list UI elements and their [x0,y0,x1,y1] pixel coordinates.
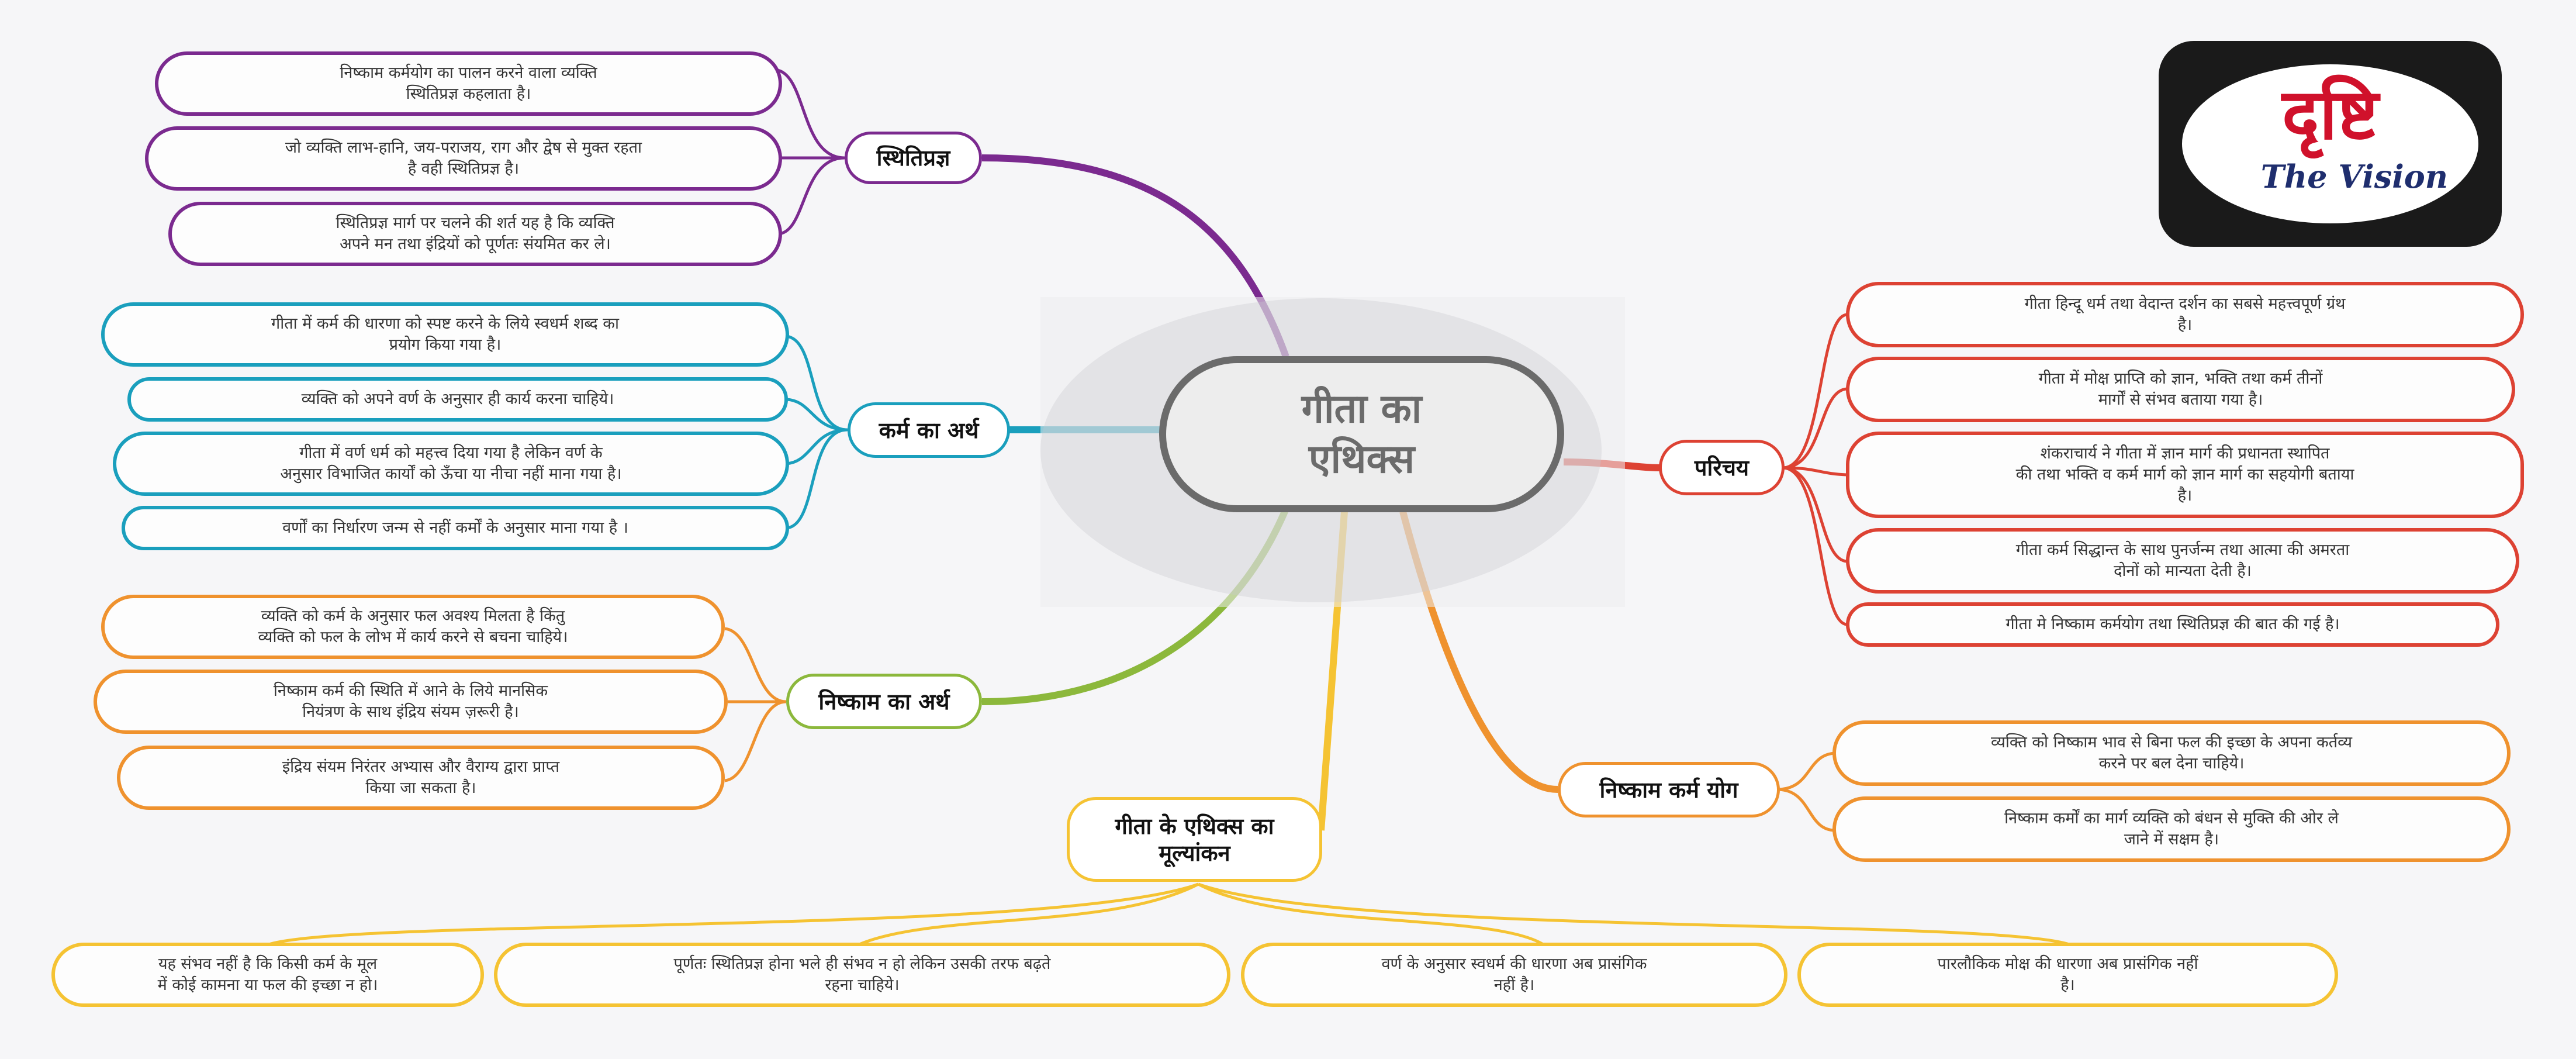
nishkam-item-3[interactable]: इंद्रिय संयम निरंतर अभ्यास और वैराग्य द्… [117,746,725,810]
intro-item-5[interactable]: गीता मे निष्काम कर्मयोग तथा स्थितिप्रज्ञ… [1846,602,2499,647]
logo-ellipse [2182,64,2478,223]
sthitpragya-item-1[interactable]: निष्काम कर्मयोग का पालन करने वाला व्यक्त… [155,51,782,116]
evaluation-item-2[interactable]: पूर्णतः स्थितिप्रज्ञ होना भले ही संभव न … [494,943,1230,1007]
branch-nishkam[interactable]: निष्काम का अर्थ [786,674,982,729]
karma-item-4[interactable]: वर्णों का निर्धारण जन्म से नहीं कर्मों क… [122,506,789,550]
sthitpragya-item-3[interactable]: स्थितिप्रज्ञ मार्ग पर चलने की शर्त यह है… [168,202,782,266]
nishkamyog-item-2[interactable]: निष्काम कर्मों का मार्ग व्यक्ति को बंधन … [1832,796,2511,862]
nishkam-item-2[interactable]: निष्काम कर्म की स्थिति में आने के लिये म… [94,670,728,734]
evaluation-item-4[interactable]: पारलौकिक मोक्ष की धारणा अब प्रासंगिक नही… [1797,943,2338,1007]
intro-item-4[interactable]: गीता कर्म सिद्धान्त के साथ पुनर्जन्म तथा… [1846,528,2519,594]
central-topic[interactable]: गीता का एथिक्स [1159,356,1564,512]
evaluation-item-1[interactable]: यह संभव नहीं है कि किसी कर्म के मूल में … [51,943,484,1007]
intro-item-2[interactable]: गीता में मोक्ष प्राप्ति को ज्ञान, भक्ति … [1846,357,2515,422]
intro-item-3[interactable]: शंकराचार्य ने गीता में ज्ञान मार्ग की प्… [1846,432,2524,518]
nishkam-item-1[interactable]: व्यक्ति को कर्म के अनुसार फल अवश्य मिलता… [101,595,725,659]
intro-item-1[interactable]: गीता हिन्दू धर्म तथा वेदान्त दर्शन का सब… [1846,282,2524,347]
branch-intro[interactable]: परिचय [1659,440,1785,495]
brand-logo: दृष्टि The Vision [2159,41,2502,247]
karma-item-2[interactable]: व्यक्ति को अपने वर्ण के अनुसार ही कार्य … [127,377,788,422]
branch-sthitpragya[interactable]: स्थितिप्रज्ञ [845,132,982,184]
branch-nishkam-karmayog[interactable]: निष्काम कर्म योग [1558,762,1780,817]
logo-hindi-text: दृष्टि [2282,74,2378,156]
sthitpragya-item-2[interactable]: जो व्यक्ति लाभ-हानि, जय-पराजय, राग और द्… [145,126,782,191]
evaluation-item-3[interactable]: वर्ण के अनुसार स्वधर्म की धारणा अब प्रास… [1241,943,1787,1007]
logo-english-text: The Vision [2260,158,2448,195]
branch-karma[interactable]: कर्म का अर्थ [848,402,1010,458]
branch-evaluation[interactable]: गीता के एथिक्स का मूल्यांकन [1067,797,1322,882]
nishkamyog-item-1[interactable]: व्यक्ति को निष्काम भाव से बिना फल की इच्… [1832,720,2511,786]
karma-item-1[interactable]: गीता में कर्म की धारणा को स्पष्ट करने के… [101,302,789,367]
karma-item-3[interactable]: गीता में वर्ण धर्म को महत्त्व दिया गया ह… [113,432,789,496]
